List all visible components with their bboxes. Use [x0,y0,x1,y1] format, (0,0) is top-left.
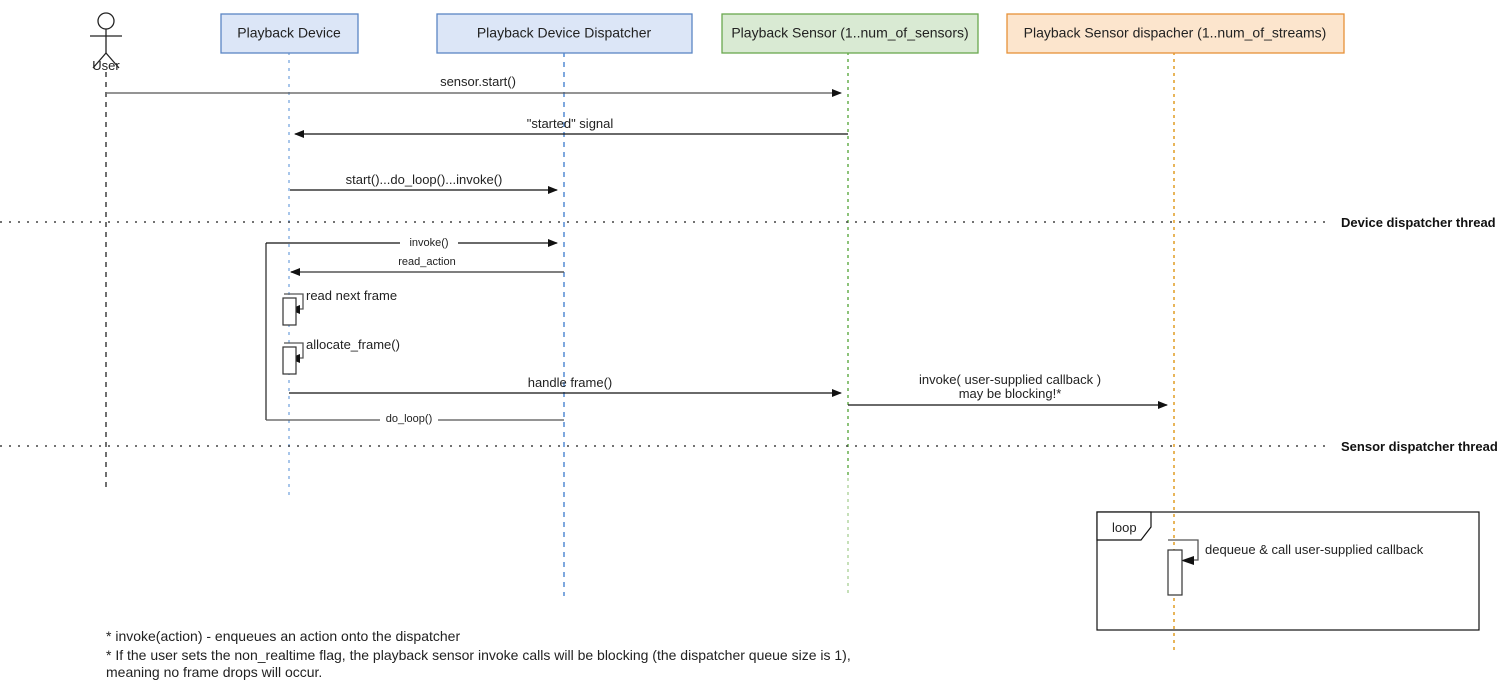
self-message-read-next-frame: read next frame [282,288,397,326]
self-message-allocate-frame: allocate_frame() [282,337,400,375]
actor-user[interactable]: User [90,12,122,73]
message-sensor-start: sensor.start() [107,74,842,97]
participant-playback-device[interactable]: Playback Device [220,13,359,54]
message-sensor-start-label: sensor.start() [440,74,516,89]
message-handle-frame: handle frame() [289,375,842,397]
footnotes: * invoke(action) - enqueues an action on… [106,628,851,680]
thread-divider-sensor-dispatcher-label: Sensor dispatcher thread [1341,439,1498,454]
participant-playback-device-label: Playback Device [237,25,341,41]
message-read-action-label: read_action [398,256,456,268]
participant-playback-device-dispatcher-label: Playback Device Dispatcher [477,25,652,41]
message-start-do-loop-invoke-label: start()...do_loop()...invoke() [346,172,503,187]
self-message-read-next-frame-label: read next frame [306,288,397,303]
loop-fragment-operator-label: loop [1112,520,1137,535]
message-do-loop-label: do_loop() [386,413,432,425]
message-invoke: invoke() [266,236,558,250]
message-started-signal-label: "started" signal [527,116,614,131]
loop-fragment-message-label: dequeue & call user-supplied callback [1205,542,1424,557]
footnote-line-1: * invoke(action) - enqueues an action on… [106,628,460,644]
participant-playback-sensor-label: Playback Sensor (1..num_of_sensors) [731,25,968,41]
participant-playback-sensor[interactable]: Playback Sensor (1..num_of_sensors) [721,13,979,54]
thread-divider-device-dispatcher-label: Device dispatcher thread [1341,215,1496,230]
self-message-allocate-frame-label: allocate_frame() [306,337,400,352]
message-invoke-user-callback-label-line1: invoke( user-supplied callback ) [919,372,1101,387]
actor-user-label: User [92,58,120,73]
message-invoke-user-callback: invoke( user-supplied callback ) may be … [848,372,1168,409]
participant-playback-device-dispatcher[interactable]: Playback Device Dispatcher [436,13,693,54]
thread-divider-device-dispatcher: Device dispatcher thread [0,215,1496,230]
loop-fragment: loop dequeue & call user-supplied callba… [1096,511,1480,631]
footnote-line-3: meaning no frame drops will occur. [106,664,322,680]
participant-playback-sensor-dispatcher-label: Playback Sensor dispacher (1..num_of_str… [1024,25,1327,41]
footnote-line-2: * If the user sets the non_realtime flag… [106,647,851,663]
message-do-loop: do_loop() [266,412,564,426]
thread-divider-sensor-dispatcher: Sensor dispatcher thread [0,439,1498,454]
participant-playback-sensor-dispatcher[interactable]: Playback Sensor dispacher (1..num_of_str… [1006,13,1345,54]
message-read-action: read_action [290,256,564,276]
message-handle-frame-label: handle frame() [528,375,613,390]
message-invoke-user-callback-label-line2: may be blocking!* [959,386,1062,401]
message-invoke-label: invoke() [409,237,448,249]
message-started-signal: "started" signal [294,116,848,138]
message-start-do-loop-invoke: start()...do_loop()...invoke() [290,172,558,194]
